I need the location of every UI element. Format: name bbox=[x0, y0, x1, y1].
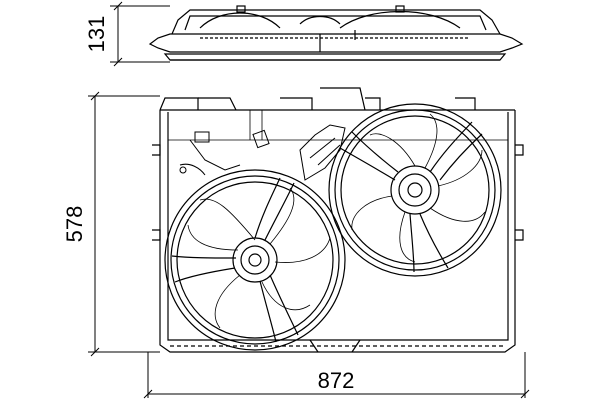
dimension-label-131: 131 bbox=[84, 16, 109, 53]
dimension-label-872: 872 bbox=[318, 368, 355, 393]
wiring-harness bbox=[179, 124, 346, 181]
dimension-label-578: 578 bbox=[62, 206, 87, 243]
top-view bbox=[148, 5, 524, 61]
right-fan bbox=[328, 103, 502, 277]
front-view bbox=[152, 87, 524, 353]
dimension-578 bbox=[88, 91, 160, 357]
dimension-131 bbox=[110, 1, 170, 67]
dimension-872 bbox=[143, 352, 530, 399]
left-fan bbox=[164, 169, 346, 351]
